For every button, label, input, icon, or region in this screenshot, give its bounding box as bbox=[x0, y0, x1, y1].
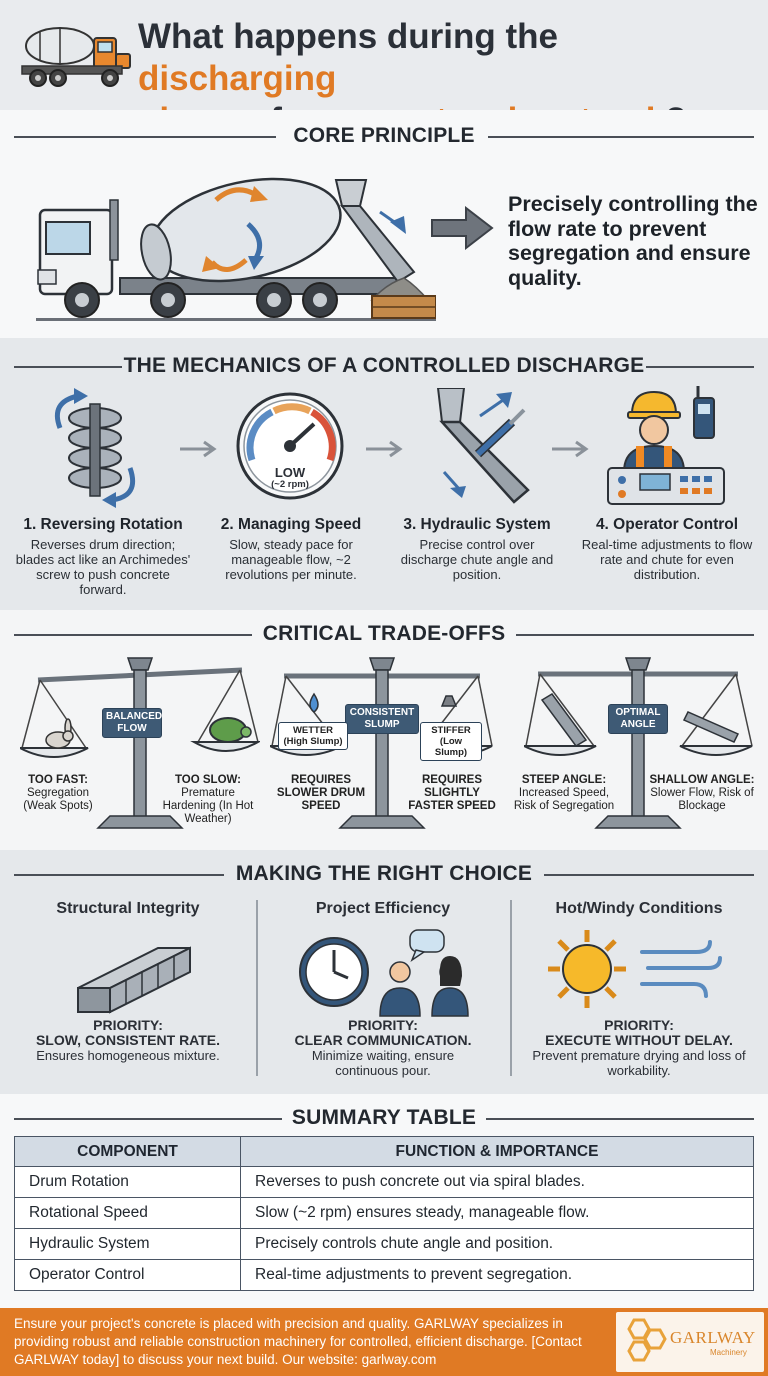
logo-sub: Machinery bbox=[710, 1348, 747, 1357]
footer: Ensure your project's concrete is placed… bbox=[0, 1308, 768, 1376]
core-statement: Precisely controlling the flow rate to p… bbox=[508, 192, 758, 290]
table-cell: Precisely controls chute angle and posit… bbox=[240, 1228, 754, 1260]
step-operator-control: 4. Operator Control Real-time adjustment… bbox=[581, 516, 753, 582]
faster-speed-label: REQUIRES SLIGHTLY FASTER SPEED bbox=[408, 774, 496, 812]
core-principle-section: CORE PRINCIPLE Precisely controlling the… bbox=[0, 110, 768, 338]
choice-conditions-title: Hot/Windy Conditions bbox=[555, 900, 723, 917]
table-cell: Drum Rotation bbox=[14, 1166, 241, 1198]
archimedes-screw-icon bbox=[54, 388, 136, 508]
table-cell: Operator Control bbox=[14, 1259, 241, 1291]
choice-section: MAKING THE RIGHT CHOICE Structural Integ… bbox=[0, 850, 768, 1094]
step-reversing-rotation: 1. Reversing Rotation Reverses drum dire… bbox=[15, 516, 191, 597]
table-row: Operator Control Real-time adjustments t… bbox=[14, 1259, 754, 1291]
hydraulic-chute-icon bbox=[436, 388, 530, 504]
arrow-right-icon bbox=[552, 440, 589, 458]
arrow-right-icon bbox=[180, 440, 217, 458]
team-communication-icon bbox=[379, 929, 469, 1017]
choice-heading: MAKING THE RIGHT CHOICE bbox=[235, 862, 533, 885]
choice-efficiency-title: Project Efficiency bbox=[315, 900, 451, 917]
tradeoffs-heading: CRITICAL TRADE-OFFS bbox=[262, 622, 506, 645]
table-cell: Reverses to push concrete out via spiral… bbox=[240, 1166, 754, 1198]
header: What happens during the discharging phas… bbox=[0, 0, 768, 140]
too-slow-label: TOO SLOW:Premature Hardening (In Hot Wea… bbox=[162, 774, 254, 825]
table-row: Hydraulic System Precisely controls chut… bbox=[14, 1228, 754, 1260]
consistent-slump-tag: CONSISTENT SLUMP bbox=[345, 704, 419, 734]
logo-name: GARLWAY bbox=[670, 1328, 756, 1347]
wind-icon bbox=[640, 940, 722, 998]
speed-gauge-icon bbox=[236, 392, 344, 500]
operator-icon bbox=[607, 386, 725, 505]
slower-drum-label: REQUIRES SLOWER DRUM SPEED bbox=[276, 774, 366, 812]
too-fast-label: TOO FAST:Segregation (Weak Spots) bbox=[23, 774, 93, 812]
truck-discharge-illustration bbox=[36, 177, 436, 321]
mechanics-heading: THE MECHANICS OF A CONTROLLED DISCHARGE bbox=[123, 354, 645, 377]
balance-scale-icon bbox=[524, 657, 753, 829]
hexagon-logo-icon bbox=[627, 1318, 667, 1362]
core-principle-heading: CORE PRINCIPLE bbox=[293, 124, 475, 147]
mixer-truck-icon bbox=[21, 27, 131, 87]
table-cell: Slow (~2 rpm) ensures steady, manageable… bbox=[240, 1197, 754, 1229]
balanced-flow-tag: BALANCED FLOW bbox=[102, 708, 162, 738]
table-row: Rotational Speed Slow (~2 rpm) ensures s… bbox=[14, 1197, 754, 1229]
balance-scale-icon bbox=[20, 657, 260, 829]
shallow-angle-label: SHALLOW ANGLE:Slower Flow, Risk of Block… bbox=[649, 774, 755, 812]
step-hydraulic-system: 3. Hydraulic System Precise control over… bbox=[400, 516, 554, 582]
gauge-label: LOW bbox=[274, 465, 306, 480]
gauge-sub-label: (~2 rpm) bbox=[271, 479, 309, 490]
arrow-right-icon bbox=[431, 206, 494, 250]
summary-heading: SUMMARY TABLE bbox=[291, 1106, 477, 1129]
summary-section: SUMMARY TABLE COMPONENT FUNCTION & IMPOR… bbox=[0, 1094, 768, 1308]
tradeoffs-section: CRITICAL TRADE-OFFS BALANCED FLOW TOO FA… bbox=[0, 610, 768, 850]
table-cell: Rotational Speed bbox=[14, 1197, 241, 1229]
choice-efficiency-priority: PRIORITY: CLEAR COMMUNICATION. Minimize … bbox=[294, 1017, 472, 1079]
optimal-angle-tag: OPTIMAL ANGLE bbox=[608, 704, 668, 734]
table-cell: Real-time adjustments to prevent segrega… bbox=[240, 1259, 754, 1291]
stiffer-tag: STIFFER (Low Slump) bbox=[420, 722, 482, 761]
footer-text[interactable]: Ensure your project's concrete is placed… bbox=[14, 1316, 582, 1367]
clock-icon bbox=[299, 937, 369, 1007]
steep-angle-label: STEEP ANGLE:Increased Speed, Risk of Seg… bbox=[513, 774, 615, 812]
choice-conditions-priority: PRIORITY: EXECUTE WITHOUT DELAY. Prevent… bbox=[532, 1017, 746, 1079]
wetter-tag: WETTER (High Slump) bbox=[278, 722, 348, 750]
column-header: COMPONENT bbox=[14, 1136, 241, 1167]
mechanics-section: THE MECHANICS OF A CONTROLLED DISCHARGE … bbox=[0, 338, 768, 610]
choice-structural-priority: PRIORITY: SLOW, CONSISTENT RATE. Ensures… bbox=[35, 1017, 221, 1064]
step-managing-speed: 2. Managing Speed Slow, steady pace for … bbox=[220, 516, 362, 582]
column-header: FUNCTION & IMPORTANCE bbox=[240, 1136, 754, 1167]
table-row: Drum Rotation Reverses to push concrete … bbox=[14, 1166, 754, 1198]
steel-beam-icon bbox=[77, 946, 191, 1014]
table-header-row: COMPONENT FUNCTION & IMPORTANCE bbox=[14, 1136, 754, 1167]
choice-structural-title: Structural Integrity bbox=[56, 900, 200, 917]
garlway-logo: GARLWAY Machinery bbox=[616, 1312, 764, 1372]
arrow-right-icon bbox=[366, 440, 403, 458]
summary-table: COMPONENT FUNCTION & IMPORTANCE Drum Rot… bbox=[14, 1136, 754, 1291]
table-cell: Hydraulic System bbox=[14, 1228, 241, 1260]
sun-icon bbox=[548, 930, 626, 1008]
